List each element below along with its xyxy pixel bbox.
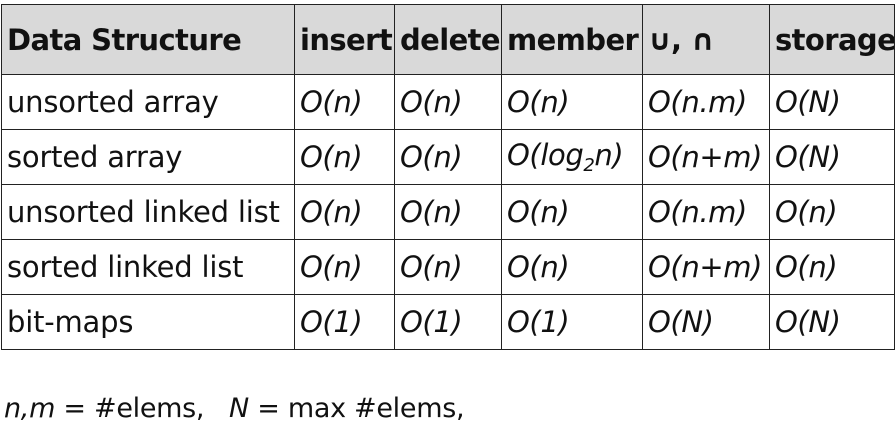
header-data-structure: Data Structure (1, 4, 295, 75)
cell-storage: O(n) (769, 239, 895, 295)
table-row: unsorted array O(n) O(n) O(n) O(n.m) O(N… (1, 74, 895, 130)
log-base-subscript: 2 (583, 155, 595, 176)
cell-data-structure: unsorted linked list (1, 184, 295, 240)
cell-insert: O(1) (294, 294, 395, 350)
footnote: n,m = #elems, N = max #elems, (4, 393, 465, 424)
footnote-variable-N: N (229, 393, 249, 424)
cell-storage: O(N) (769, 129, 895, 185)
member-suffix: n) (594, 138, 624, 172)
footnote-variables-nm: n,m (4, 393, 56, 424)
cell-data-structure: unsorted array (1, 74, 295, 130)
header-delete: delete (394, 4, 502, 75)
cell-member: O(n) (501, 74, 643, 130)
cell-insert: O(n) (294, 74, 395, 130)
footnote-definition-nm: = #elems, (55, 393, 230, 424)
table-row: sorted linked list O(n) O(n) O(n) O(n+m)… (1, 239, 895, 295)
table-row: sorted array O(n) O(n) O(log2n) O(n+m) O… (1, 129, 895, 185)
cell-storage: O(n) (769, 184, 895, 240)
header-union-intersection: ∪, ∩ (642, 4, 770, 75)
complexity-table: Data Structure insert delete member ∪, ∩… (1, 4, 895, 350)
cell-storage: O(N) (769, 294, 895, 350)
cell-delete: O(1) (394, 294, 502, 350)
table-row: unsorted linked list O(n) O(n) O(n) O(n.… (1, 184, 895, 240)
cell-member: O(n) (501, 239, 643, 295)
cell-insert: O(n) (294, 239, 395, 295)
header-insert: insert (294, 4, 395, 75)
cell-insert: O(n) (294, 184, 395, 240)
cell-delete: O(n) (394, 74, 502, 130)
table-header: Data Structure insert delete member ∪, ∩… (1, 4, 895, 75)
cell-data-structure: bit-maps (1, 294, 295, 350)
cell-union-intersection: O(N) (642, 294, 770, 350)
cell-data-structure: sorted linked list (1, 239, 295, 295)
member-prefix: O(log (507, 138, 584, 172)
cell-member: O(log2n) (501, 129, 643, 185)
cell-union-intersection: O(n+m) (642, 129, 770, 185)
header-storage: storage (769, 4, 895, 75)
footnote-definition-N: = max #elems, (248, 393, 465, 424)
cell-insert: O(n) (294, 129, 395, 185)
cell-delete: O(n) (394, 239, 502, 295)
cell-union-intersection: O(n.m) (642, 74, 770, 130)
cell-member: O(n) (501, 184, 643, 240)
cell-delete: O(n) (394, 184, 502, 240)
cell-union-intersection: O(n+m) (642, 239, 770, 295)
cell-union-intersection: O(n.m) (642, 184, 770, 240)
header-row: Data Structure insert delete member ∪, ∩… (1, 4, 895, 75)
table-row: bit-maps O(1) O(1) O(1) O(N) O(N) (1, 294, 895, 350)
cell-member: O(1) (501, 294, 643, 350)
header-member: member (501, 4, 643, 75)
cell-storage: O(N) (769, 74, 895, 130)
cell-delete: O(n) (394, 129, 502, 185)
table-body: unsorted array O(n) O(n) O(n) O(n.m) O(N… (1, 74, 895, 350)
cell-data-structure: sorted array (1, 129, 295, 185)
